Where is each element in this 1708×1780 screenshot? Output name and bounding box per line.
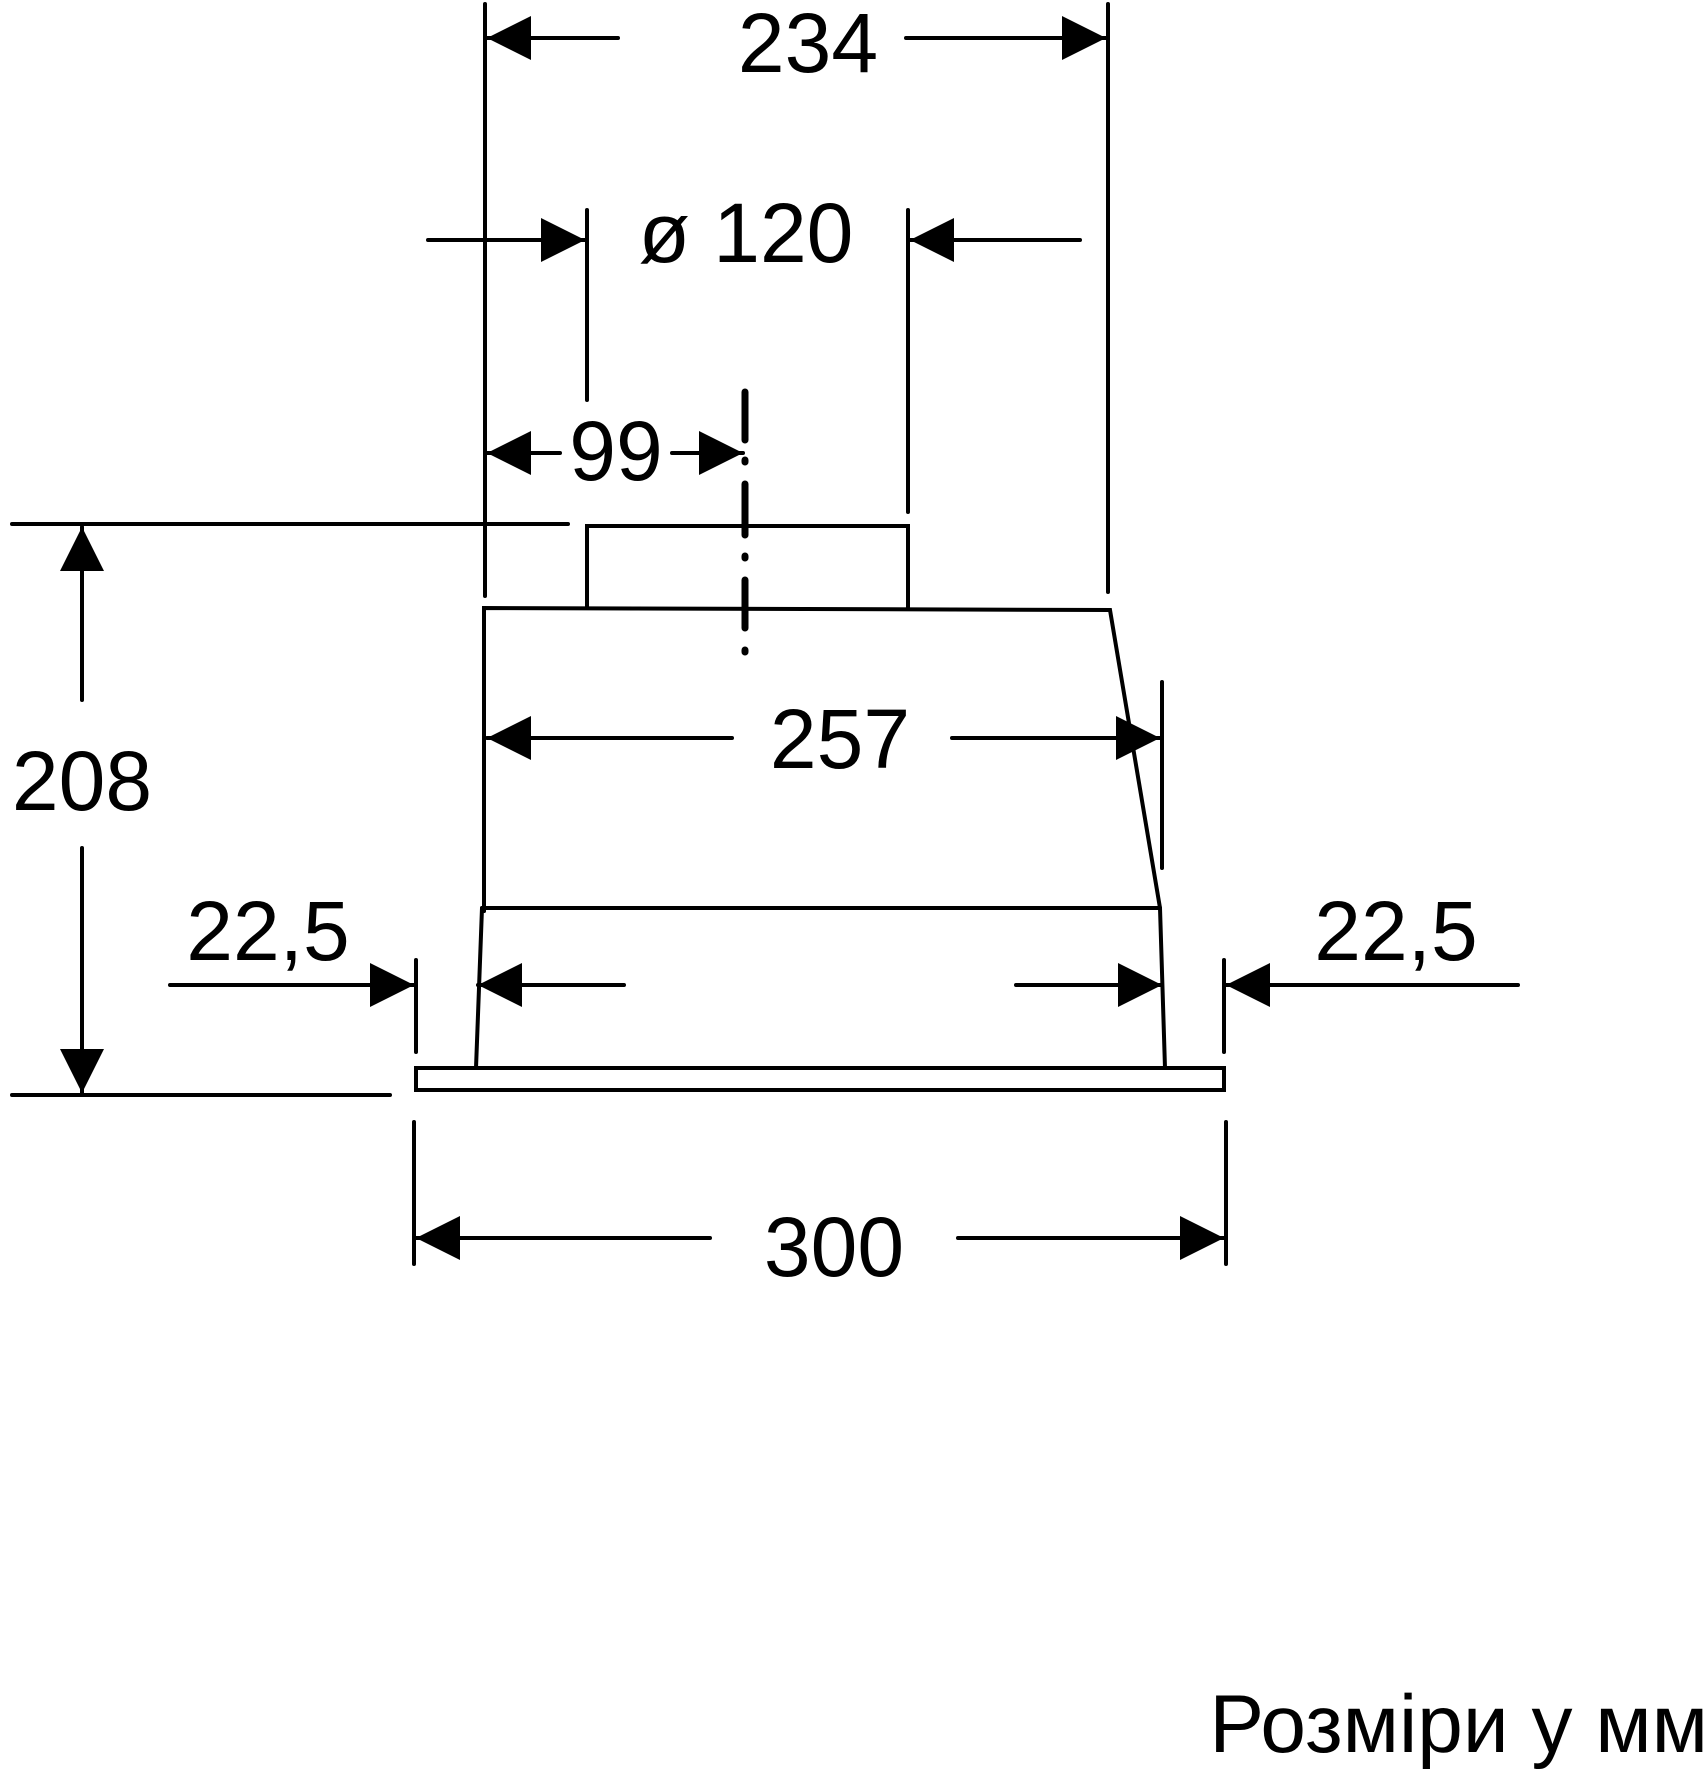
- extension-lines: [10, 2, 1228, 1266]
- dim-height: 208: [12, 734, 152, 828]
- front-panel: [414, 1066, 1226, 1092]
- hood-outline: [414, 524, 1226, 1092]
- dim-left-margin: 22,5: [186, 884, 350, 978]
- dim-body-width: 257: [770, 692, 910, 786]
- dim-panel-width: 300: [764, 1200, 904, 1294]
- dimension-lines: [60, 15, 1520, 1260]
- units-caption: Розміри у мм: [1209, 1679, 1708, 1770]
- dim-duct-diameter: ø 120: [639, 186, 854, 280]
- dim-duct-offset: 99: [569, 404, 662, 498]
- dimension-labels: 234 ø 120 99 257 208 22,5 22,5 300: [12, 0, 1478, 1294]
- dim-right-margin: 22,5: [1314, 884, 1478, 978]
- dim-top-width: 234: [738, 0, 878, 90]
